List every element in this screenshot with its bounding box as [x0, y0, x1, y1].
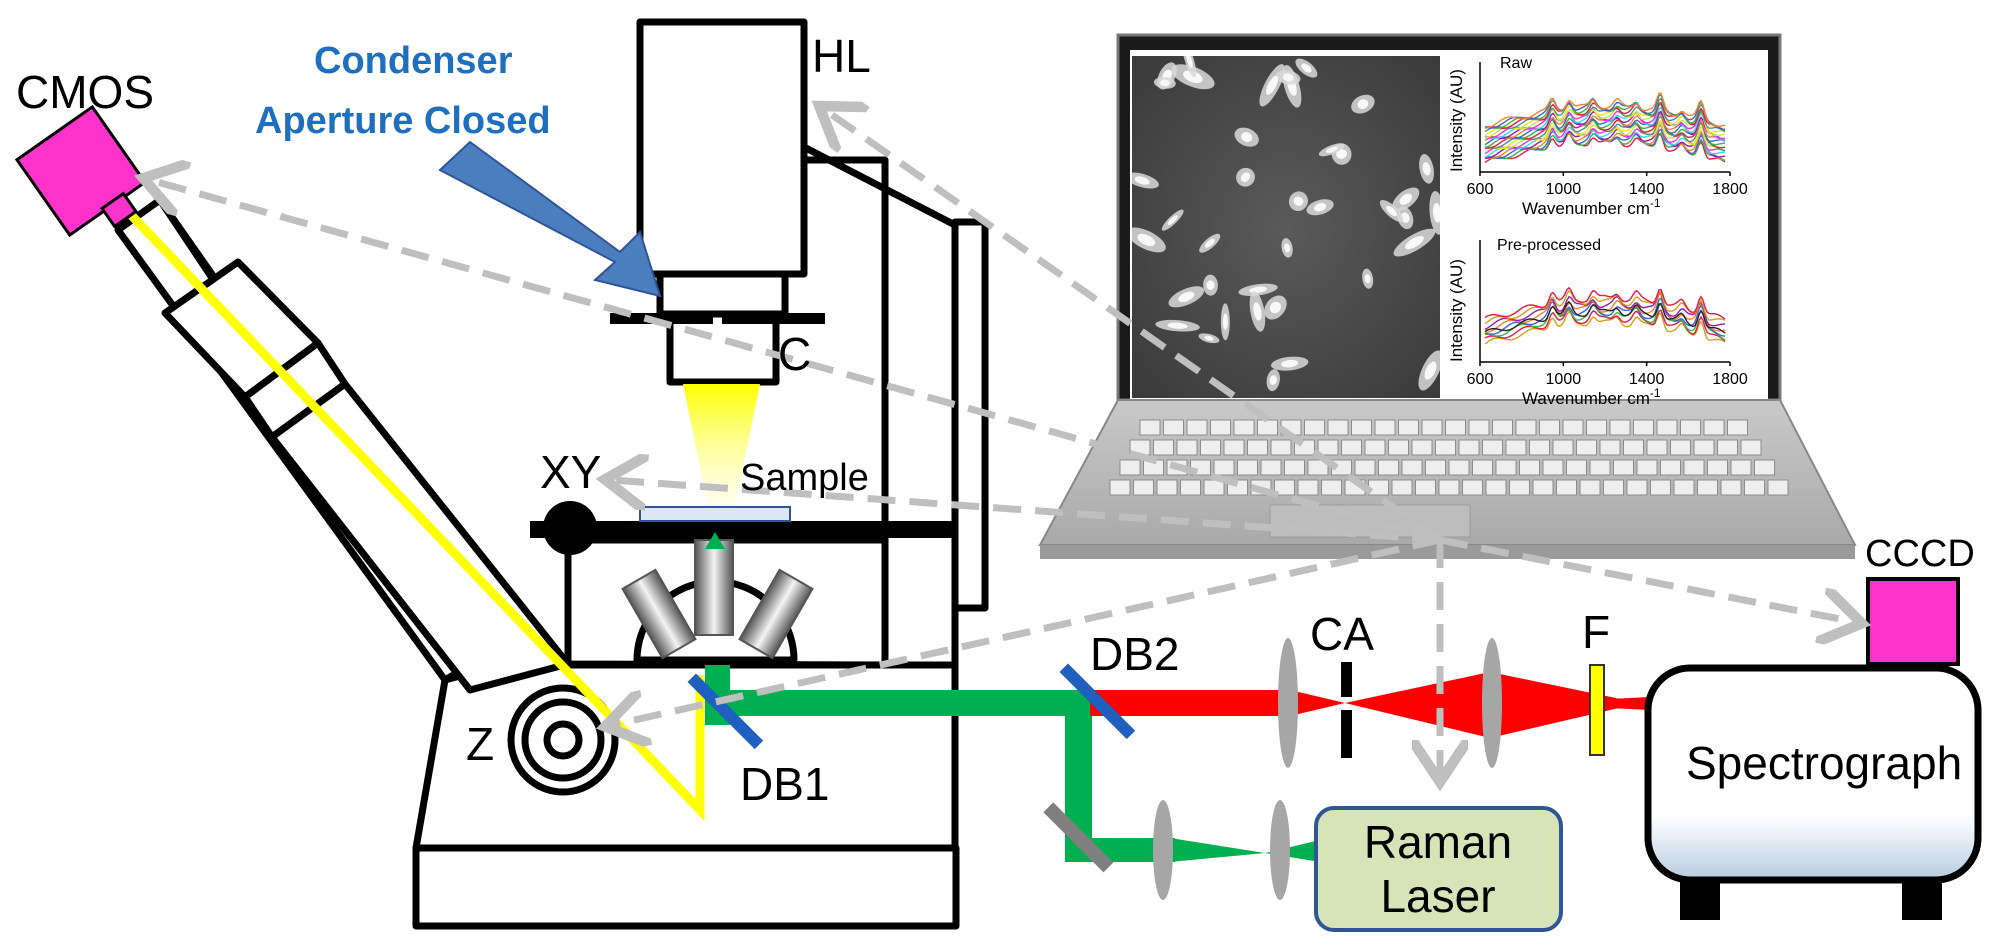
x-tick-label: 1400 — [1629, 181, 1665, 198]
fold-mirror — [1043, 802, 1114, 873]
x-tick-label: 600 — [1467, 181, 1494, 198]
arrow-to-xy — [612, 480, 1441, 544]
processed-spectra-chart: Pre-processed Intensity (AU) 600 1000 1400… — [1447, 237, 1748, 408]
spectrograph-label: Spectrograph — [1686, 737, 1962, 789]
spectrum-trace — [1484, 122, 1726, 158]
ca-label: CA — [1310, 608, 1374, 660]
spectrum-trace — [1484, 112, 1726, 149]
halogen-lamp-housing — [636, 18, 808, 278]
laser-focus-tip — [705, 532, 725, 549]
arrow-to-z — [612, 536, 1441, 725]
spectrograph — [1644, 664, 1982, 920]
illumination-cone — [683, 384, 760, 506]
arrow-to-cmos — [150, 180, 1441, 544]
condenser-aperture-right — [722, 313, 825, 324]
x-tick-label: 600 — [1467, 371, 1494, 388]
raw-chart-ylabel: Intensity (AU) — [1447, 69, 1466, 172]
processed-chart-ylabel: Intensity (AU) — [1447, 259, 1466, 362]
objective-right — [738, 568, 814, 660]
c-label: C — [778, 328, 811, 380]
spectrum-trace — [1484, 92, 1726, 129]
objective-left — [621, 568, 697, 660]
spectrum-trace — [1484, 290, 1726, 325]
spectrum-trace — [1484, 112, 1726, 149]
yellow-imaging-path — [108, 191, 705, 822]
dichroic-db1 — [687, 673, 764, 750]
db1-label: DB1 — [740, 758, 829, 810]
spectrum-trace — [1484, 286, 1726, 320]
objective-lenses — [621, 539, 814, 660]
laptop-keys — [1109, 419, 1789, 496]
z-label: Z — [466, 718, 494, 770]
processed-chart-xlabel: Wavenumber cm-1 — [1522, 386, 1661, 408]
condenser-arrow — [438, 140, 662, 298]
ccd-label: CCCD — [1865, 533, 1975, 575]
hl-label: HL — [812, 30, 871, 82]
x-tick-label: 1400 — [1629, 371, 1665, 388]
spectrum-trace — [1484, 300, 1726, 334]
spectrum-trace — [1484, 297, 1726, 337]
dichroic-db2 — [1059, 663, 1136, 740]
db2-label: DB2 — [1090, 628, 1179, 680]
control-arrows — [150, 110, 1855, 775]
lenses — [1153, 638, 1502, 900]
spectrum-trace — [1484, 102, 1726, 139]
confocal-aperture-top — [1341, 662, 1352, 697]
cmos-camera — [14, 104, 148, 238]
x-tick-label: 1800 — [1712, 371, 1748, 388]
lens-3 — [1153, 800, 1173, 900]
laser-label-line1: Raman — [1364, 816, 1512, 868]
stage-plate — [530, 521, 955, 538]
condenser-note-line2: Aperture Closed — [255, 100, 551, 142]
eyepiece-tube-main — [268, 380, 572, 694]
condenser-aperture-left — [610, 313, 713, 324]
sample-label: Sample — [740, 457, 869, 499]
xy-knob[interactable] — [543, 501, 597, 555]
green-excitation-beam — [705, 665, 1340, 862]
arrow-to-ccd — [1439, 536, 1855, 622]
confocal-aperture-bottom — [1341, 710, 1352, 758]
cmos-label: CMOS — [16, 66, 154, 118]
raw-chart-xlabel: Wavenumber cm-1 — [1522, 196, 1661, 218]
lens-2 — [1482, 638, 1502, 768]
microscope-base — [412, 844, 960, 930]
xy-label: XY — [540, 446, 601, 498]
laptop-front-edge — [1040, 545, 1855, 559]
filter — [1589, 664, 1605, 756]
cell-micrograph — [1132, 56, 1440, 398]
objective-center — [694, 539, 734, 636]
lens-4 — [1270, 800, 1290, 900]
x-tick-label: 1000 — [1546, 371, 1582, 388]
condenser-upper — [656, 270, 789, 318]
red-raman-beam — [1090, 672, 1650, 738]
spectrum-trace — [1485, 122, 1726, 159]
raw-chart-title: Raw — [1500, 55, 1532, 72]
laser-label-line2: Laser — [1380, 870, 1495, 922]
sample-slide — [639, 506, 791, 522]
red-beam-to-spectrograph — [1590, 700, 1650, 708]
condenser-lower — [666, 310, 780, 386]
condenser-note-line1: Condenser — [314, 40, 513, 82]
spectrum-trace — [1484, 291, 1726, 331]
processed-chart-title: Pre-processed — [1497, 237, 1601, 254]
f-label: F — [1582, 606, 1610, 658]
x-tick-label: 1800 — [1712, 181, 1748, 198]
raman-laser-box — [1314, 806, 1563, 932]
raw-spectra-chart: Raw Intensity (AU) 600 1000 1400 1800 Waven… — [1447, 55, 1748, 218]
lens-1 — [1278, 638, 1298, 768]
x-tick-label: 1000 — [1546, 181, 1582, 198]
ccd-camera — [1866, 577, 1960, 666]
